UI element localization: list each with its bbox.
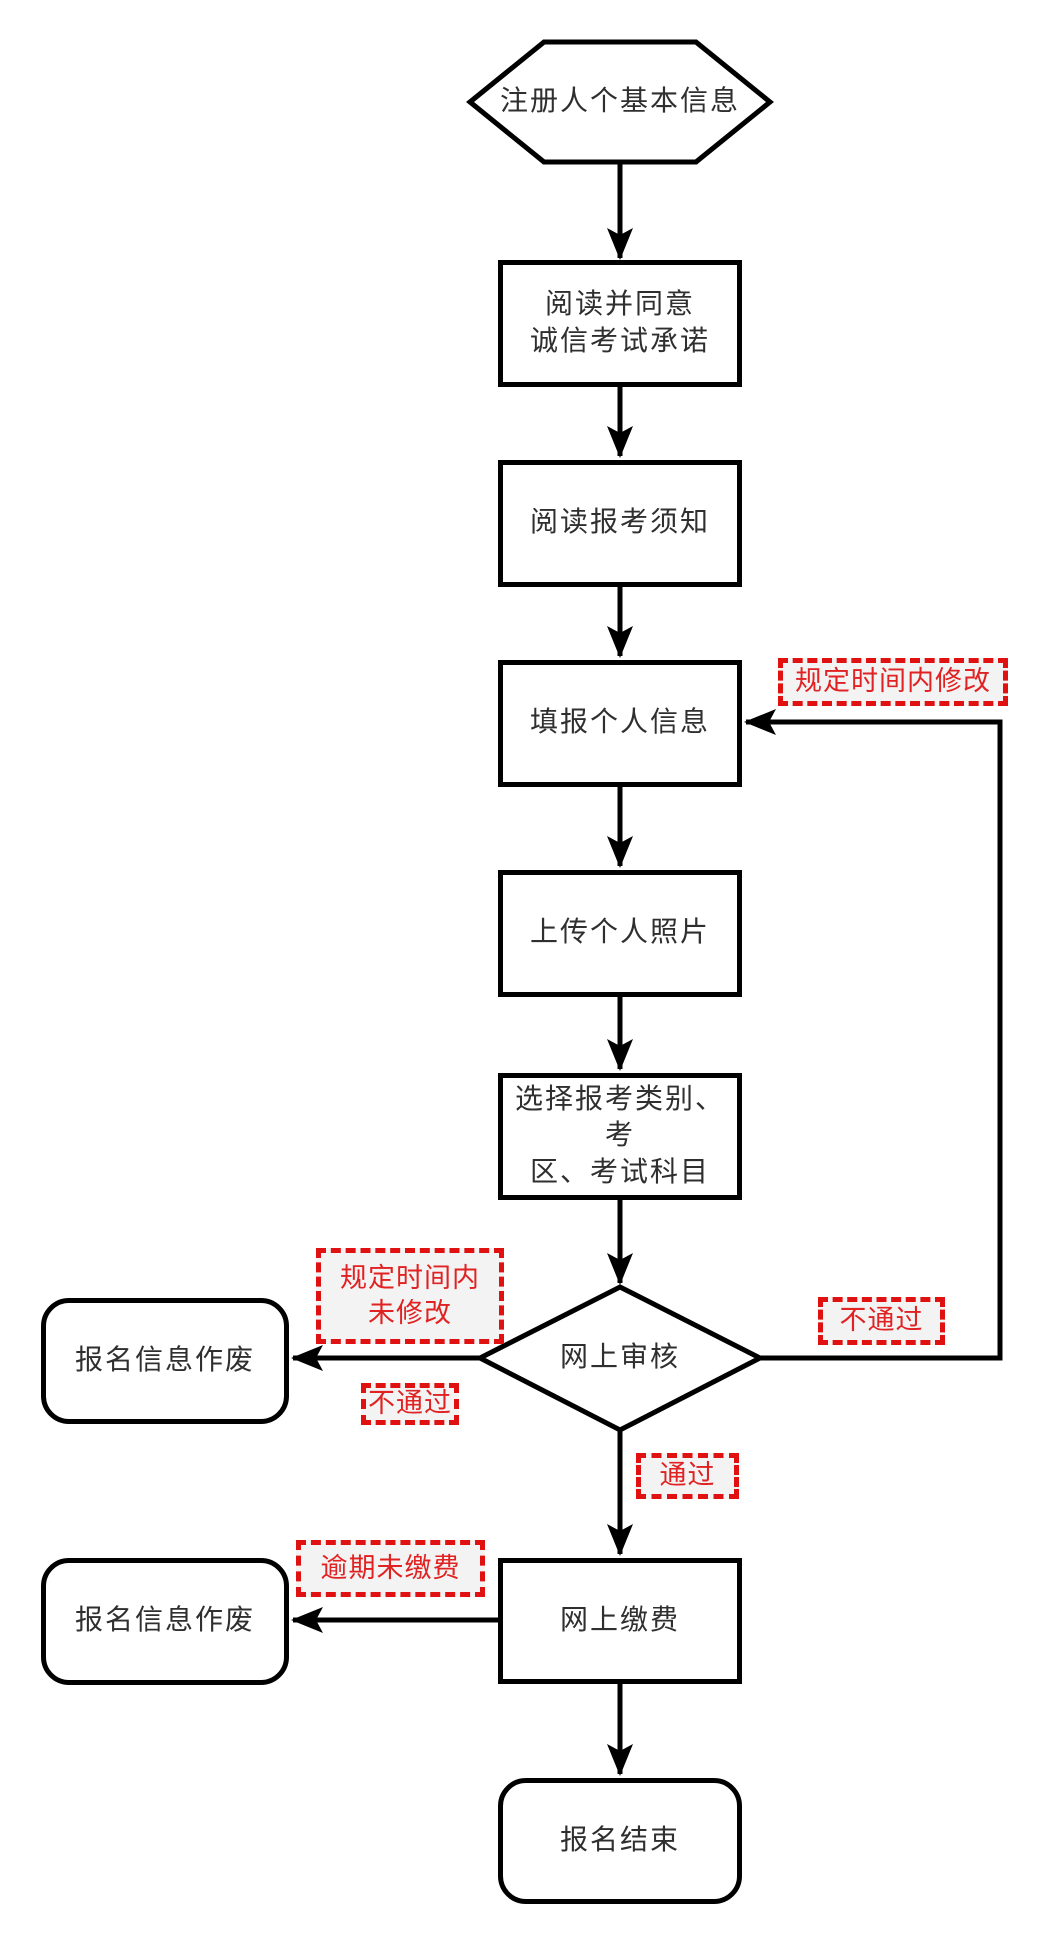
edge-label-modify-in-time: 规定时间内修改 [778,658,1008,706]
start-hexagon-shape [466,39,774,165]
node-end: 报名结束 [498,1778,742,1904]
edge-label-pass-text: 通过 [659,1460,716,1491]
node-read-notice-label: 阅读报考须知 [529,507,710,539]
node-fill-info-label: 填报个人信息 [529,707,710,739]
node-select-category-line2: 区、考试科目 [529,1156,710,1188]
edge-label-not-modified-line2: 未修改 [368,1298,452,1328]
edge-label-pass: 通过 [636,1453,739,1499]
edge-label-overdue-unpaid: 逾期未缴费 [296,1540,485,1597]
node-upload-photo: 上传个人照片 [498,870,742,997]
edge-label-modify-in-time-text: 规定时间内修改 [795,666,991,697]
node-start-label: 注册人个基本信息 [499,85,740,117]
node-online-review: 网上审核 [480,1287,760,1430]
node-agree-line1: 阅读并同意 [544,289,695,321]
node-agree-commitment: 阅读并同意 诚信考试承诺 [498,260,742,387]
node-agree-line2: 诚信考试承诺 [529,325,710,357]
node-online-pay: 网上缴费 [498,1558,742,1684]
edge-label-fail-right-text: 不通过 [839,1305,924,1336]
node-start: 注册人个基本信息 [470,42,770,162]
node-read-notice: 阅读报考须知 [498,460,742,587]
edge-review-fill-feedback [744,709,1003,1361]
node-void-after-pay-label: 报名信息作废 [74,1605,255,1637]
node-void-after-review: 报名信息作废 [41,1298,289,1424]
node-select-category-line1: 选择报考类别、考 [514,1083,725,1152]
node-online-pay-label: 网上缴费 [559,1604,680,1636]
edge-label-not-modified-line1: 规定时间内 [340,1262,480,1293]
node-upload-photo-label: 上传个人照片 [529,917,710,949]
node-end-label: 报名结束 [559,1824,680,1856]
edge-label-fail-left-text: 不通过 [368,1388,452,1419]
edge-label-overdue-unpaid-text: 逾期未缴费 [320,1552,461,1583]
node-void-after-pay: 报名信息作废 [41,1558,289,1685]
edge-label-fail-right: 不通过 [818,1297,945,1345]
edge-label-not-modified-in-time: 规定时间内 未修改 [316,1248,504,1344]
edge-label-fail-left: 不通过 [361,1383,459,1425]
node-select-category: 选择报考类别、考 区、考试科目 [498,1073,742,1200]
node-void-after-review-label: 报名信息作废 [74,1344,255,1376]
node-fill-info: 填报个人信息 [498,660,742,787]
node-online-review-label: 网上审核 [559,1342,680,1374]
